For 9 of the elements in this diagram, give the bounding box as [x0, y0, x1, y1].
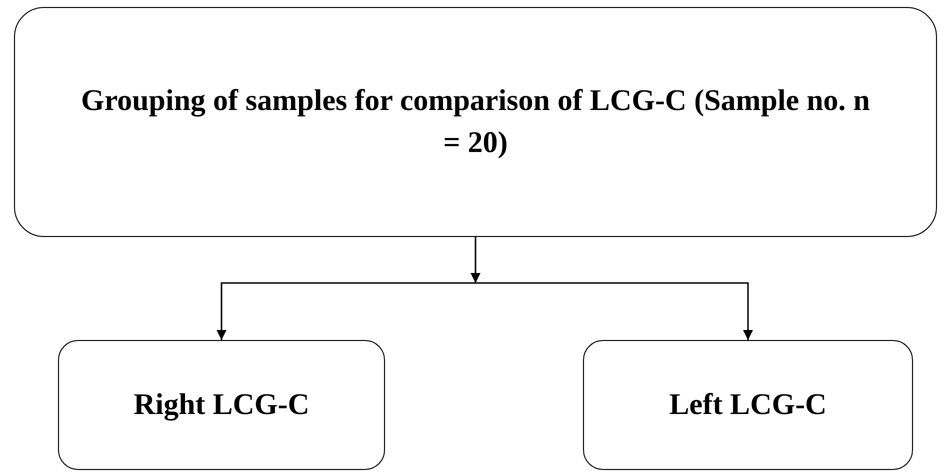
node-label: Left LCG-C: [669, 387, 827, 423]
arrow: [476, 282, 753, 340]
arrow: [470, 237, 480, 283]
node-label: Right LCG-C: [134, 387, 310, 423]
node-label: Grouping of samples for comparison of LCG-C (Sample no. n = 20): [80, 83, 871, 161]
group-box: [583, 340, 913, 470]
arrow: [216, 282, 476, 340]
group-box: [58, 340, 385, 470]
heading-box: [14, 7, 937, 237]
